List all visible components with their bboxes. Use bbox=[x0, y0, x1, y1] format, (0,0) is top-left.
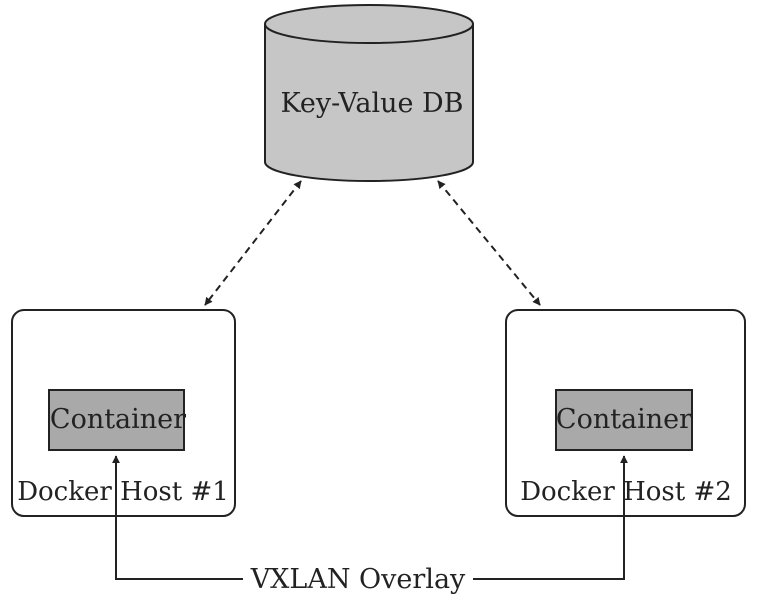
db-cylinder-body bbox=[264, 24, 474, 182]
docker-host-1: Container Docker Host #1 bbox=[11, 309, 236, 517]
key-value-db: Key-Value DB bbox=[264, 4, 474, 182]
container-1-label: Container bbox=[50, 404, 186, 435]
container-2-box bbox=[555, 389, 693, 451]
docker-host-2: Container Docker Host #2 bbox=[505, 309, 746, 517]
db-to-host2-connector bbox=[437, 180, 541, 306]
vxlan-overlay: VXLAN Overlay bbox=[112, 455, 628, 595]
docker-host-2-label: Docker Host #2 bbox=[520, 477, 732, 507]
overlay-line-left bbox=[112, 455, 243, 580]
db-label: Key-Value DB bbox=[280, 88, 463, 119]
overlay-line-right bbox=[473, 455, 628, 580]
container-2-label: Container bbox=[556, 404, 692, 435]
docker-host-1-label: Docker Host #1 bbox=[17, 477, 229, 507]
db-to-host1-connector bbox=[204, 180, 302, 306]
container-1-box bbox=[48, 389, 185, 451]
overlay-label: VXLAN Overlay bbox=[250, 564, 466, 595]
db-cylinder-top bbox=[264, 4, 474, 44]
